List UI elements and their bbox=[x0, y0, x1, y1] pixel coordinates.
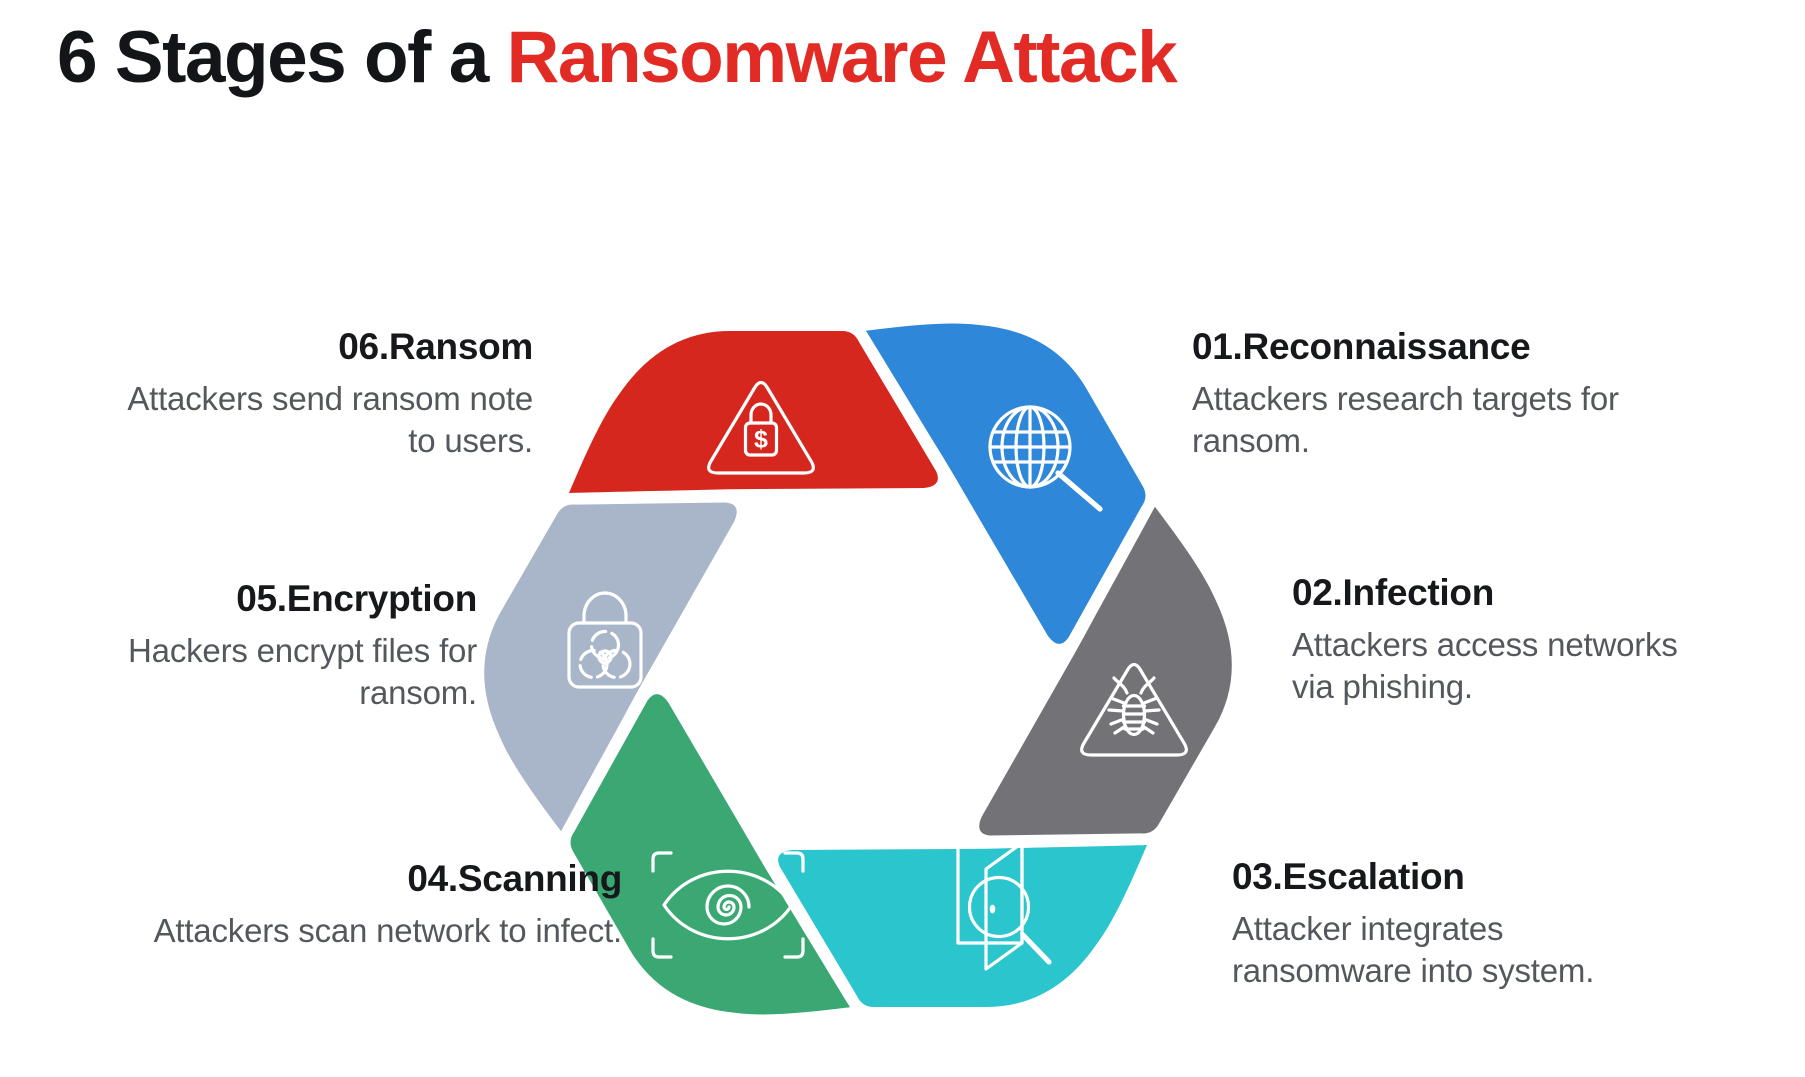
stage-description-05: Hackers encrypt files for ransom. bbox=[128, 631, 477, 711]
stage-description-02: Attackers access networks via phishing. bbox=[1292, 625, 1678, 705]
stage-label-02: 02.Infection bbox=[1292, 572, 1494, 613]
page-title-prefix: 6 Stages of a bbox=[57, 17, 489, 98]
biohazard-padlock-icon bbox=[567, 591, 643, 689]
stage-label-01: 01.Reconnaissance bbox=[1192, 326, 1531, 367]
hexagon-cycle-svg: $ bbox=[420, 249, 1296, 1077]
scan-brackets bbox=[651, 851, 805, 959]
page-title: 6 Stages of a Ransomware Attack bbox=[57, 16, 1178, 99]
stage-description-03: Attacker integrates ransomware into syst… bbox=[1232, 909, 1595, 989]
stage-description-04: Attackers scan network to infect. bbox=[153, 911, 623, 949]
door-knob bbox=[989, 904, 996, 914]
stage-item-03: 03.Escalation Attacker integrates ransom… bbox=[1232, 856, 1792, 992]
hexagon-cycle-diagram: $ bbox=[420, 249, 1296, 1077]
stage-item-02: 02.Infection Attackers access networks v… bbox=[1292, 572, 1797, 708]
dollar-padlock-warning-icon: $ bbox=[707, 380, 815, 475]
stage-label-04: 04.Scanning bbox=[407, 858, 622, 899]
stage-item-01: 01.Reconnaissance Attackers research tar… bbox=[1192, 326, 1767, 462]
bug-warning-triangle-icon bbox=[1080, 662, 1188, 757]
magnifier-handle bbox=[1020, 932, 1052, 965]
stage-description-01: Attackers research targets for ransom. bbox=[1192, 379, 1619, 459]
stage-item-05: 05.Encryption Hackers encrypt files for … bbox=[60, 578, 477, 714]
globe-magnifier-icon bbox=[988, 405, 1103, 512]
magnifier-handle bbox=[1055, 470, 1103, 512]
open-door-magnifier-icon bbox=[956, 841, 1052, 971]
stage-label-06: 06.Ransom bbox=[338, 326, 533, 367]
stage-item-06: 06.Ransom Attackers send ransom note to … bbox=[60, 326, 533, 462]
stage-label-03: 03.Escalation bbox=[1232, 856, 1465, 897]
eye-fingerprint-scan-icon bbox=[651, 851, 805, 959]
page-title-highlight: Ransomware Attack bbox=[506, 17, 1178, 98]
stage-label-05: 05.Encryption bbox=[236, 578, 477, 619]
stage-item-04: 04.Scanning Attackers scan network to in… bbox=[60, 858, 623, 952]
door-leaf bbox=[984, 841, 1024, 971]
fingerprint-spiral bbox=[705, 884, 751, 926]
stage-description-06: Attackers send ransom note to users. bbox=[127, 379, 533, 459]
dollar-glyph: $ bbox=[754, 426, 768, 454]
page-title-spacer bbox=[488, 17, 507, 98]
